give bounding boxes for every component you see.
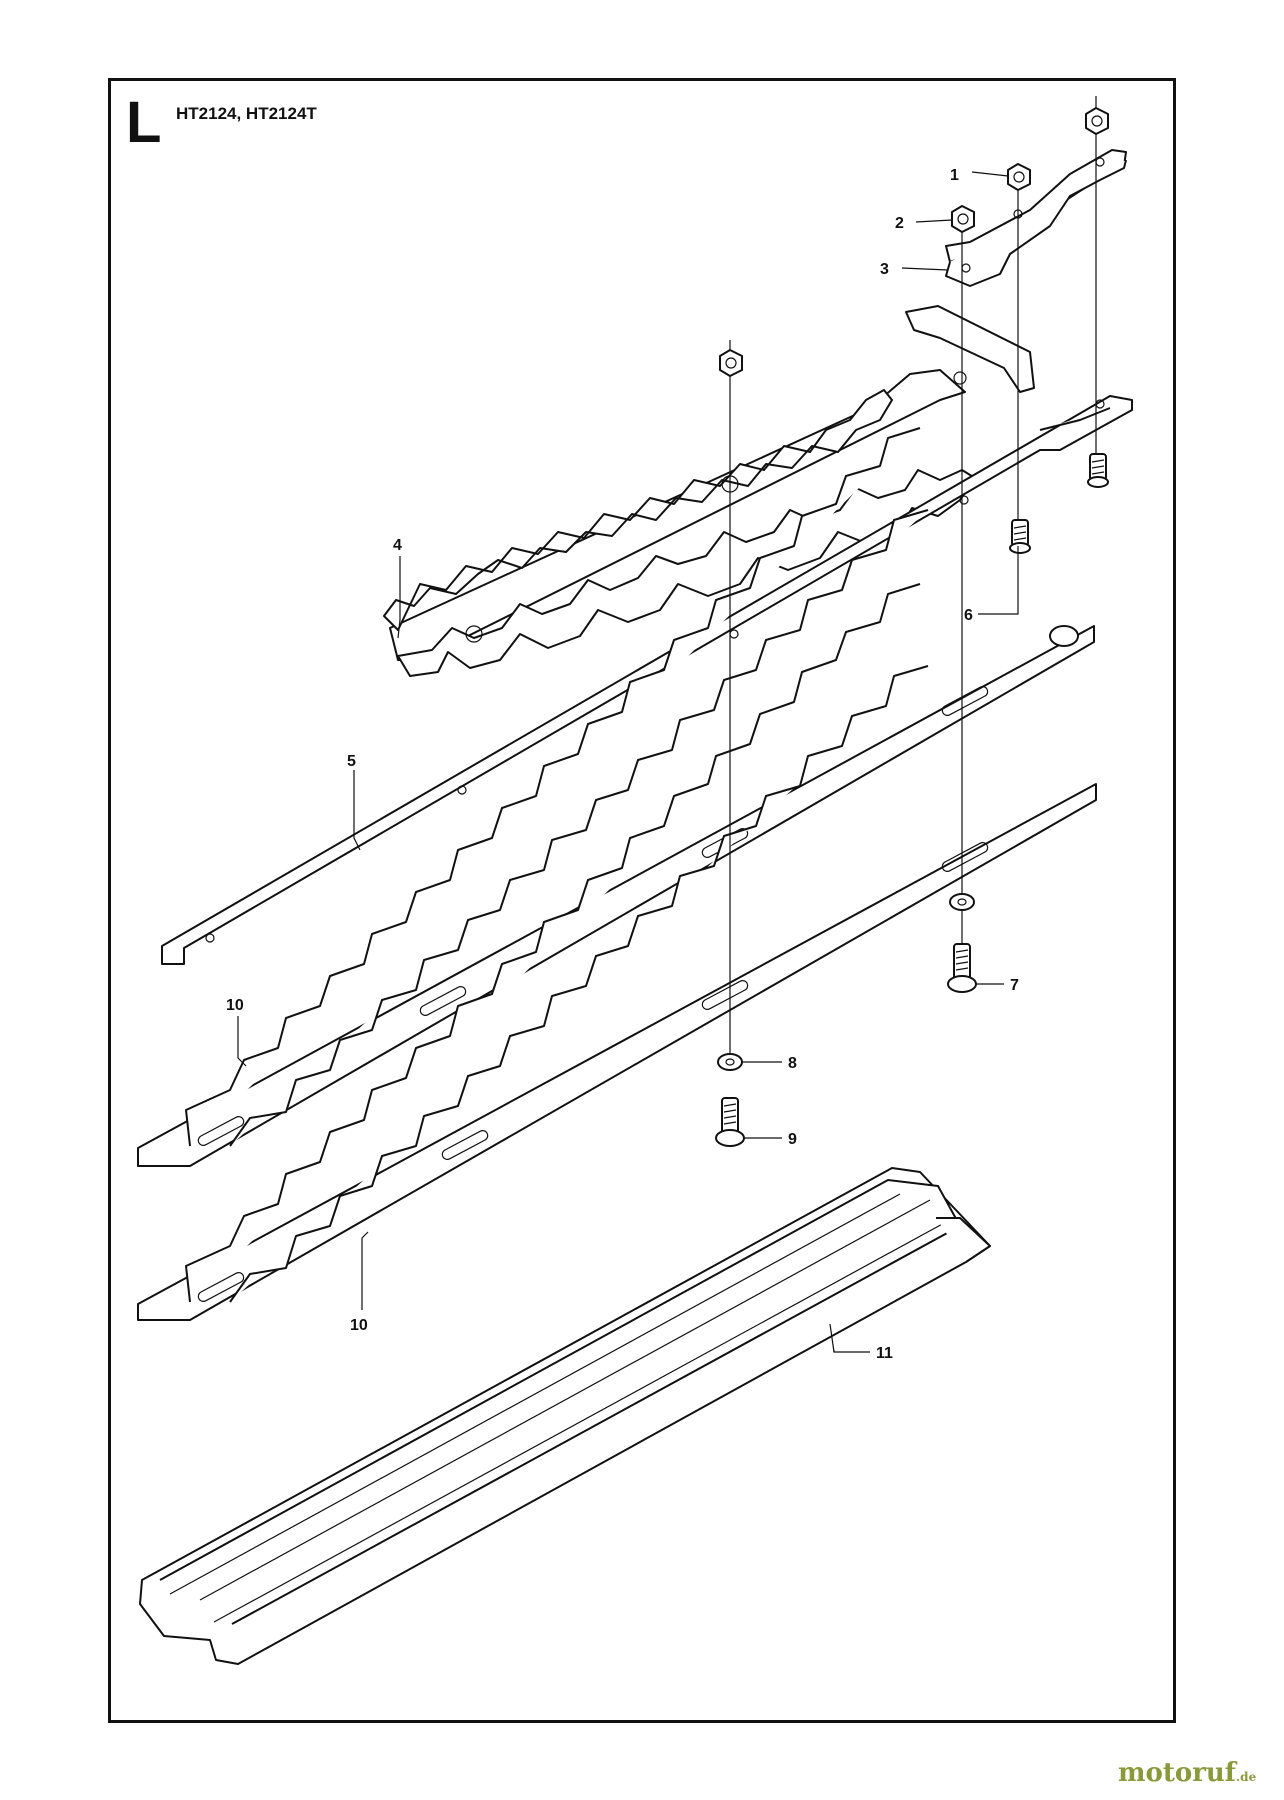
part-11-guard-channel bbox=[139, 1167, 991, 1665]
callout-8: 8 bbox=[788, 1055, 797, 1072]
part-5-flat-bar bbox=[161, 395, 1133, 965]
callout-10-upper: 10 bbox=[226, 997, 244, 1014]
callout-9: 9 bbox=[788, 1131, 797, 1148]
part-6-bolt-right bbox=[1087, 453, 1109, 488]
callout-4: 4 bbox=[393, 537, 402, 554]
fastener-center-lines bbox=[729, 96, 1097, 1060]
part-10-upper-blade bbox=[137, 427, 1095, 1167]
model-title: HT2124, HT2124T bbox=[176, 104, 317, 123]
part-4-upper-guard bbox=[383, 305, 1035, 677]
callout-1: 1 bbox=[950, 167, 959, 184]
part-4-nut bbox=[719, 349, 743, 377]
part-7-bolt bbox=[947, 943, 977, 993]
callout-10-lower: 10 bbox=[350, 1317, 368, 1334]
callout-3: 3 bbox=[880, 261, 889, 278]
part-1-nut bbox=[1007, 163, 1031, 191]
callout-11: 11 bbox=[876, 1345, 893, 1362]
part-10-lower-blade bbox=[137, 583, 1097, 1321]
watermark-tld: .de bbox=[1236, 1770, 1257, 1784]
callout-2: 2 bbox=[895, 215, 904, 232]
part-2-nut bbox=[951, 205, 975, 233]
watermark-logo: motoruf.de bbox=[1118, 1758, 1256, 1788]
part-7-washer bbox=[949, 893, 975, 911]
callout-6: 6 bbox=[964, 607, 973, 624]
section-letter: L bbox=[126, 90, 162, 155]
top-right-nut bbox=[1085, 107, 1109, 135]
callout-5: 5 bbox=[347, 753, 356, 770]
part-9-bolt bbox=[715, 1097, 745, 1147]
watermark-brand: motoruf bbox=[1118, 1758, 1236, 1788]
diagram-frame bbox=[108, 78, 1176, 1723]
callout-leaders bbox=[237, 171, 1019, 1353]
part-8-washer bbox=[717, 1053, 743, 1071]
callout-7: 7 bbox=[1010, 977, 1019, 994]
part-6-bolt-left bbox=[1009, 519, 1031, 554]
